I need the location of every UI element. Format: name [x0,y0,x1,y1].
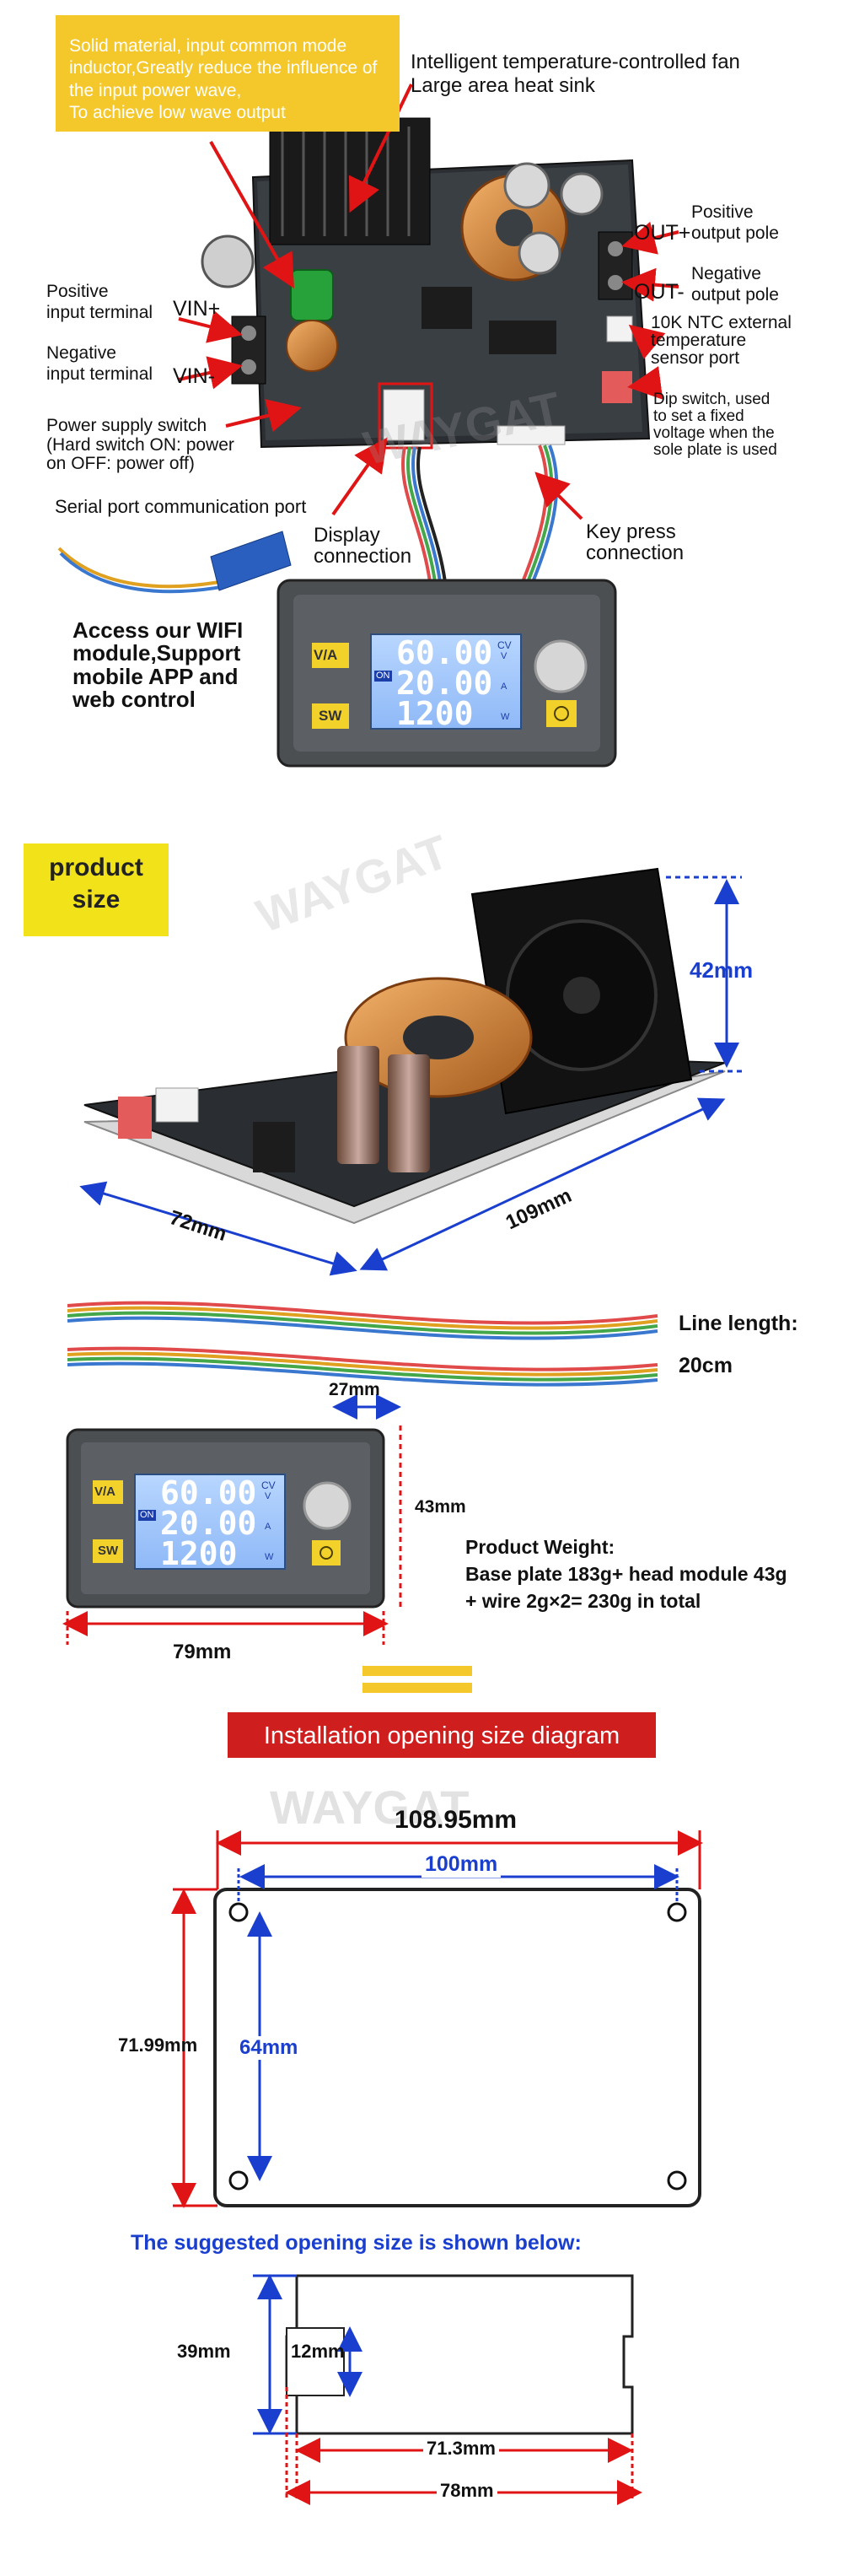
installation-dimension-arrows [171,1830,703,2208]
wifi-label: Access our WIFI module,Support mobile AP… [72,617,244,712]
board-side-photo [83,867,726,1225]
power-switch-label: Power supply switch (Hard switch ON: pow… [46,416,234,474]
lcd-unit-w: W [501,712,510,722]
on-indicator-2: ON [138,1510,156,1521]
head-depth-dim: 27mm [329,1380,380,1399]
head-dimension-arrows [62,1394,402,1645]
line-length-value: 20cm [679,1354,733,1377]
positive-output-label: Positive output pole [691,202,779,243]
head-height-dim: 43mm [415,1497,466,1517]
opening-height-dim: 39mm [177,2341,231,2362]
wifi-module-photo [57,531,292,594]
on-indicator: ON [374,671,392,682]
installation-title: Installation opening size diagram [263,1722,620,1749]
positive-input-label: Positive input terminal [46,282,153,322]
lcd-power: 1200 [396,695,474,732]
material-note: Solid material, input common mode induct… [69,36,378,123]
lcd-current-2: 20.00 [160,1505,257,1542]
vin-plus-label: VIN+ [173,297,221,321]
head-width-dim: 79mm [173,1641,232,1663]
lcd-unit-w-2: W [265,1552,274,1562]
main-board-photo [201,117,651,450]
cable-photo [67,1301,658,1387]
lcd-unit-v: V [501,651,507,661]
dip-switch-label: Dip switch, used to set a fixed voltage … [653,391,777,459]
height-dim: 42mm [690,957,754,983]
notch-dim: 12mm [291,2341,345,2362]
serial-port-label: Serial port communication port [55,496,307,517]
vin-minus-label: VIN- [173,364,215,388]
divider-stripe [362,1683,472,1693]
lcd-current: 20.00 [396,665,493,702]
display-connection-label: Display connection [314,524,412,569]
ribbon-cables [400,445,559,583]
material-note-box: Solid material, input common mode induct… [56,15,400,132]
outer-height-dim: 71.99mm [118,2034,198,2056]
hole-spacing-x-dim: 100mm [422,1852,502,1878]
lcd-power-2: 1200 [160,1535,238,1572]
key-connection-label: Key press connection [586,520,685,565]
size-dimension-arrows [79,876,742,1276]
total-width-dim: 78mm [437,2480,497,2502]
ntc-port-label: 10K NTC external temperature sensor port [651,313,792,368]
display-module-top [277,579,617,768]
out-minus-label: OUT- [634,280,685,304]
va-button-2: V/A [94,1485,116,1499]
lcd-unit-v-2: V [265,1491,271,1501]
installation-banner: Installation opening size diagram [228,1712,656,1758]
watermark: WAYGAT [270,1781,470,1834]
sw-button: SW [319,708,342,724]
lcd-cv-2: CV [261,1479,276,1491]
lcd-cv: CV [497,639,512,651]
negative-input-label: Negative input terminal [46,343,153,384]
negative-output-label: Negative output pole [691,264,779,304]
lcd-voltage: 60.00 [396,634,493,671]
product-size-title: product size [49,854,143,913]
installation-outline [213,1888,701,2207]
suggested-opening-caption: The suggested opening size is shown belo… [131,2231,582,2255]
inner-width-dim: 71.3mm [423,2438,499,2460]
lcd-unit-a-2: A [265,1522,271,1532]
lcd-voltage-2: 60.00 [160,1474,257,1512]
lcd-unit-a: A [501,682,507,692]
outer-width-dim: 108.95mm [395,1806,518,1834]
fan-label: Intelligent temperature-controlled fan L… [411,51,740,98]
sw-button-2: SW [98,1544,119,1558]
divider-stripe [362,1666,472,1676]
display-module-size [66,1428,385,1609]
product-weight: Product Weight: Base plate 183g+ head mo… [465,1536,787,1613]
va-button: V/A [314,647,338,663]
product-size-badge: product size [24,843,169,936]
line-length-label: Line length: [679,1312,798,1335]
callout-arrows [178,84,679,520]
out-plus-label: OUT+ [634,221,691,245]
hole-spacing-y-dim: 64mm [238,2036,300,2061]
